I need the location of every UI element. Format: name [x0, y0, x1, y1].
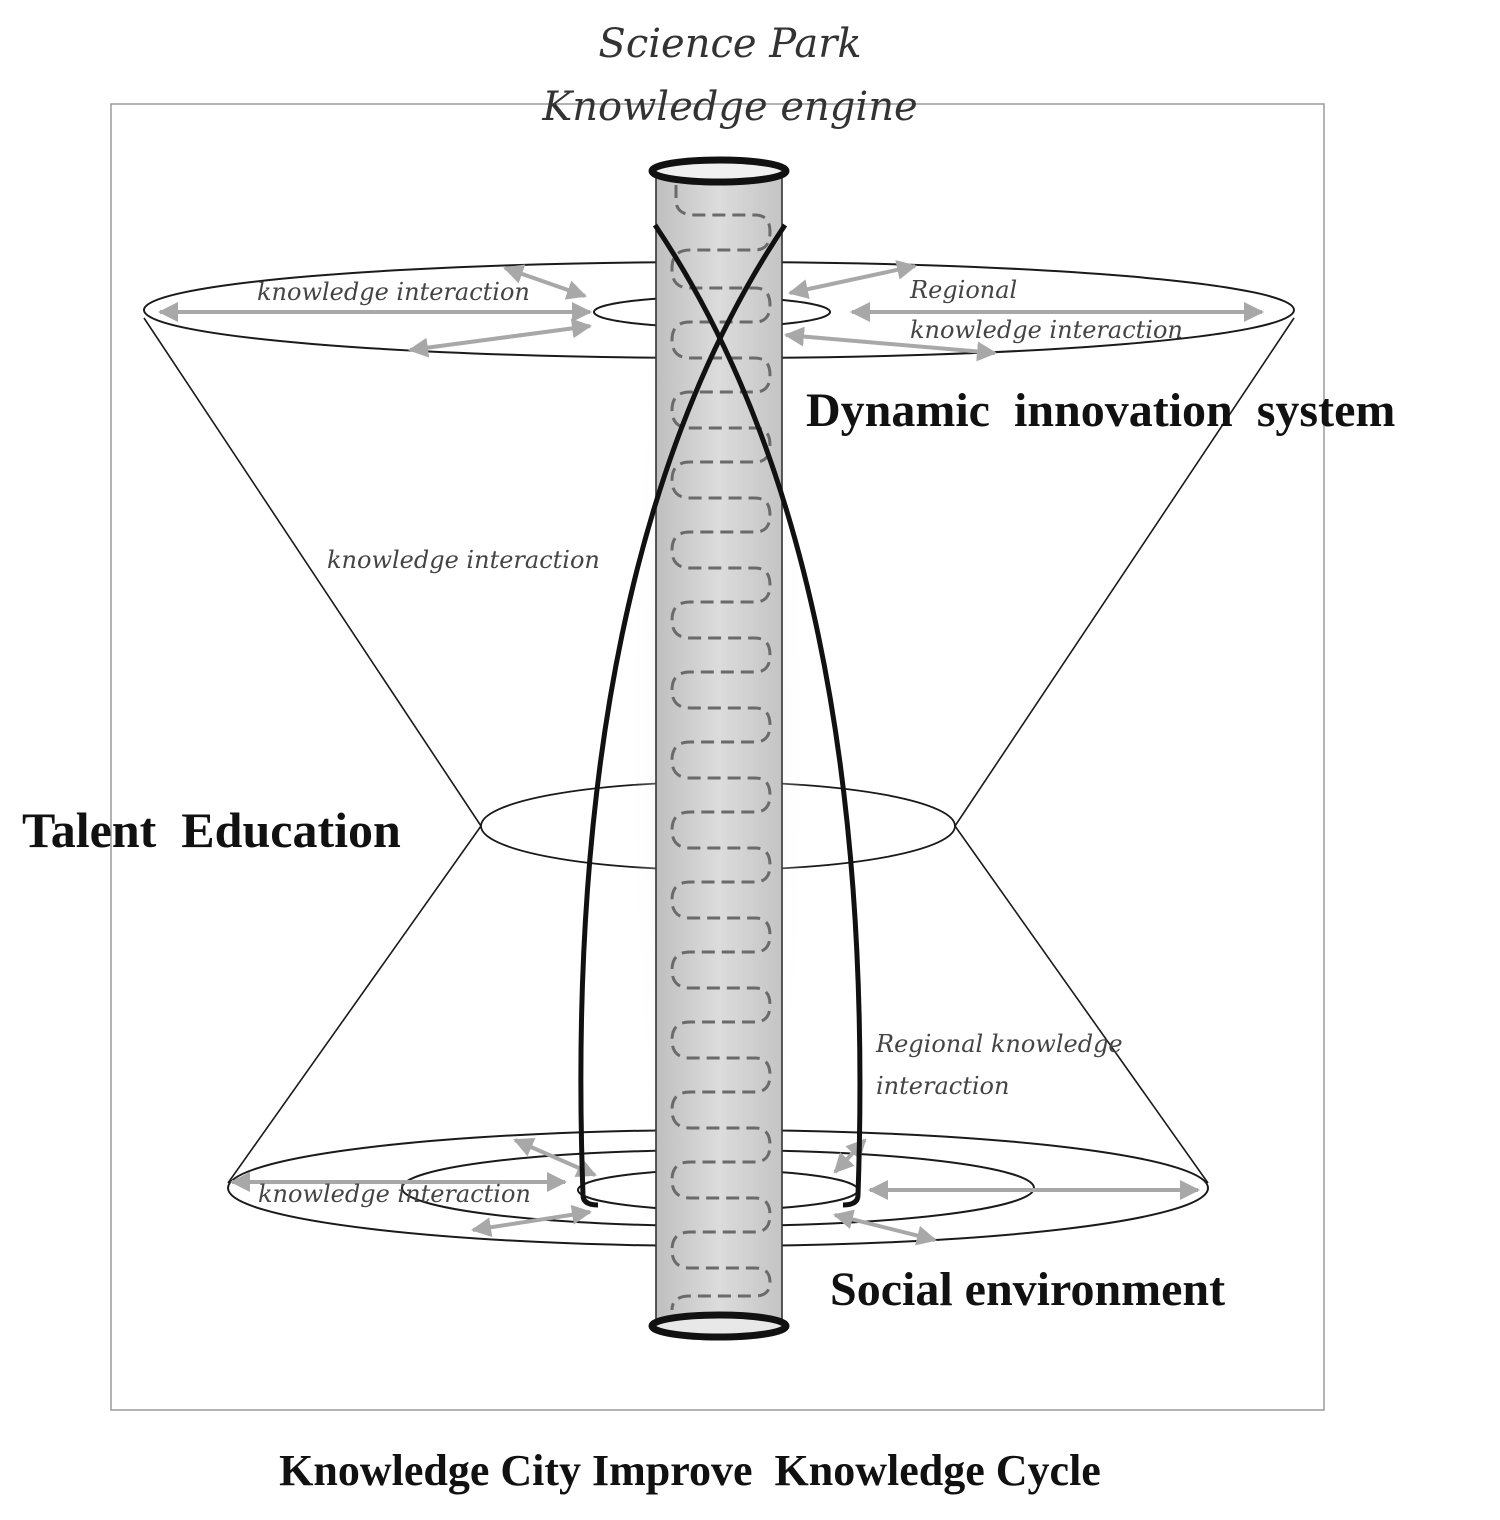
tube-top-rim	[648, 156, 790, 186]
science-park-tube	[655, 169, 783, 1326]
header-knowledge-engine: Knowledge engine	[541, 84, 917, 130]
label-mid-left-interaction: knowledge interaction	[327, 546, 600, 574]
label-bottom-right-regional: Regional knowledge	[875, 1030, 1123, 1058]
knowledge-cycle-serpentine	[670, 185, 772, 1311]
crossing-curves	[578, 223, 863, 1208]
label-dynamic-innovation-system: Dynamic innovation system	[806, 384, 1395, 437]
label-top-right-interaction: knowledge interaction	[910, 316, 1183, 344]
label-top-right-regional: Regional	[909, 276, 1017, 304]
label-talent-education: Talent Education	[22, 802, 401, 858]
label-social-environment: Social environment	[830, 1263, 1225, 1316]
label-top-left-interaction: knowledge interaction	[257, 278, 530, 306]
figure-caption: Knowledge City Improve Knowledge Cycle	[279, 1446, 1101, 1495]
outer-frame	[110, 103, 1325, 1411]
hourglass-cone	[143, 317, 1295, 1184]
interaction-arrows	[158, 260, 1264, 1246]
header-science-park: Science Park	[598, 21, 861, 67]
label-bottom-right-interaction: interaction	[876, 1072, 1009, 1100]
tube-bottom-rim	[648, 1311, 790, 1341]
label-bottom-left-interaction: knowledge interaction	[258, 1180, 531, 1208]
